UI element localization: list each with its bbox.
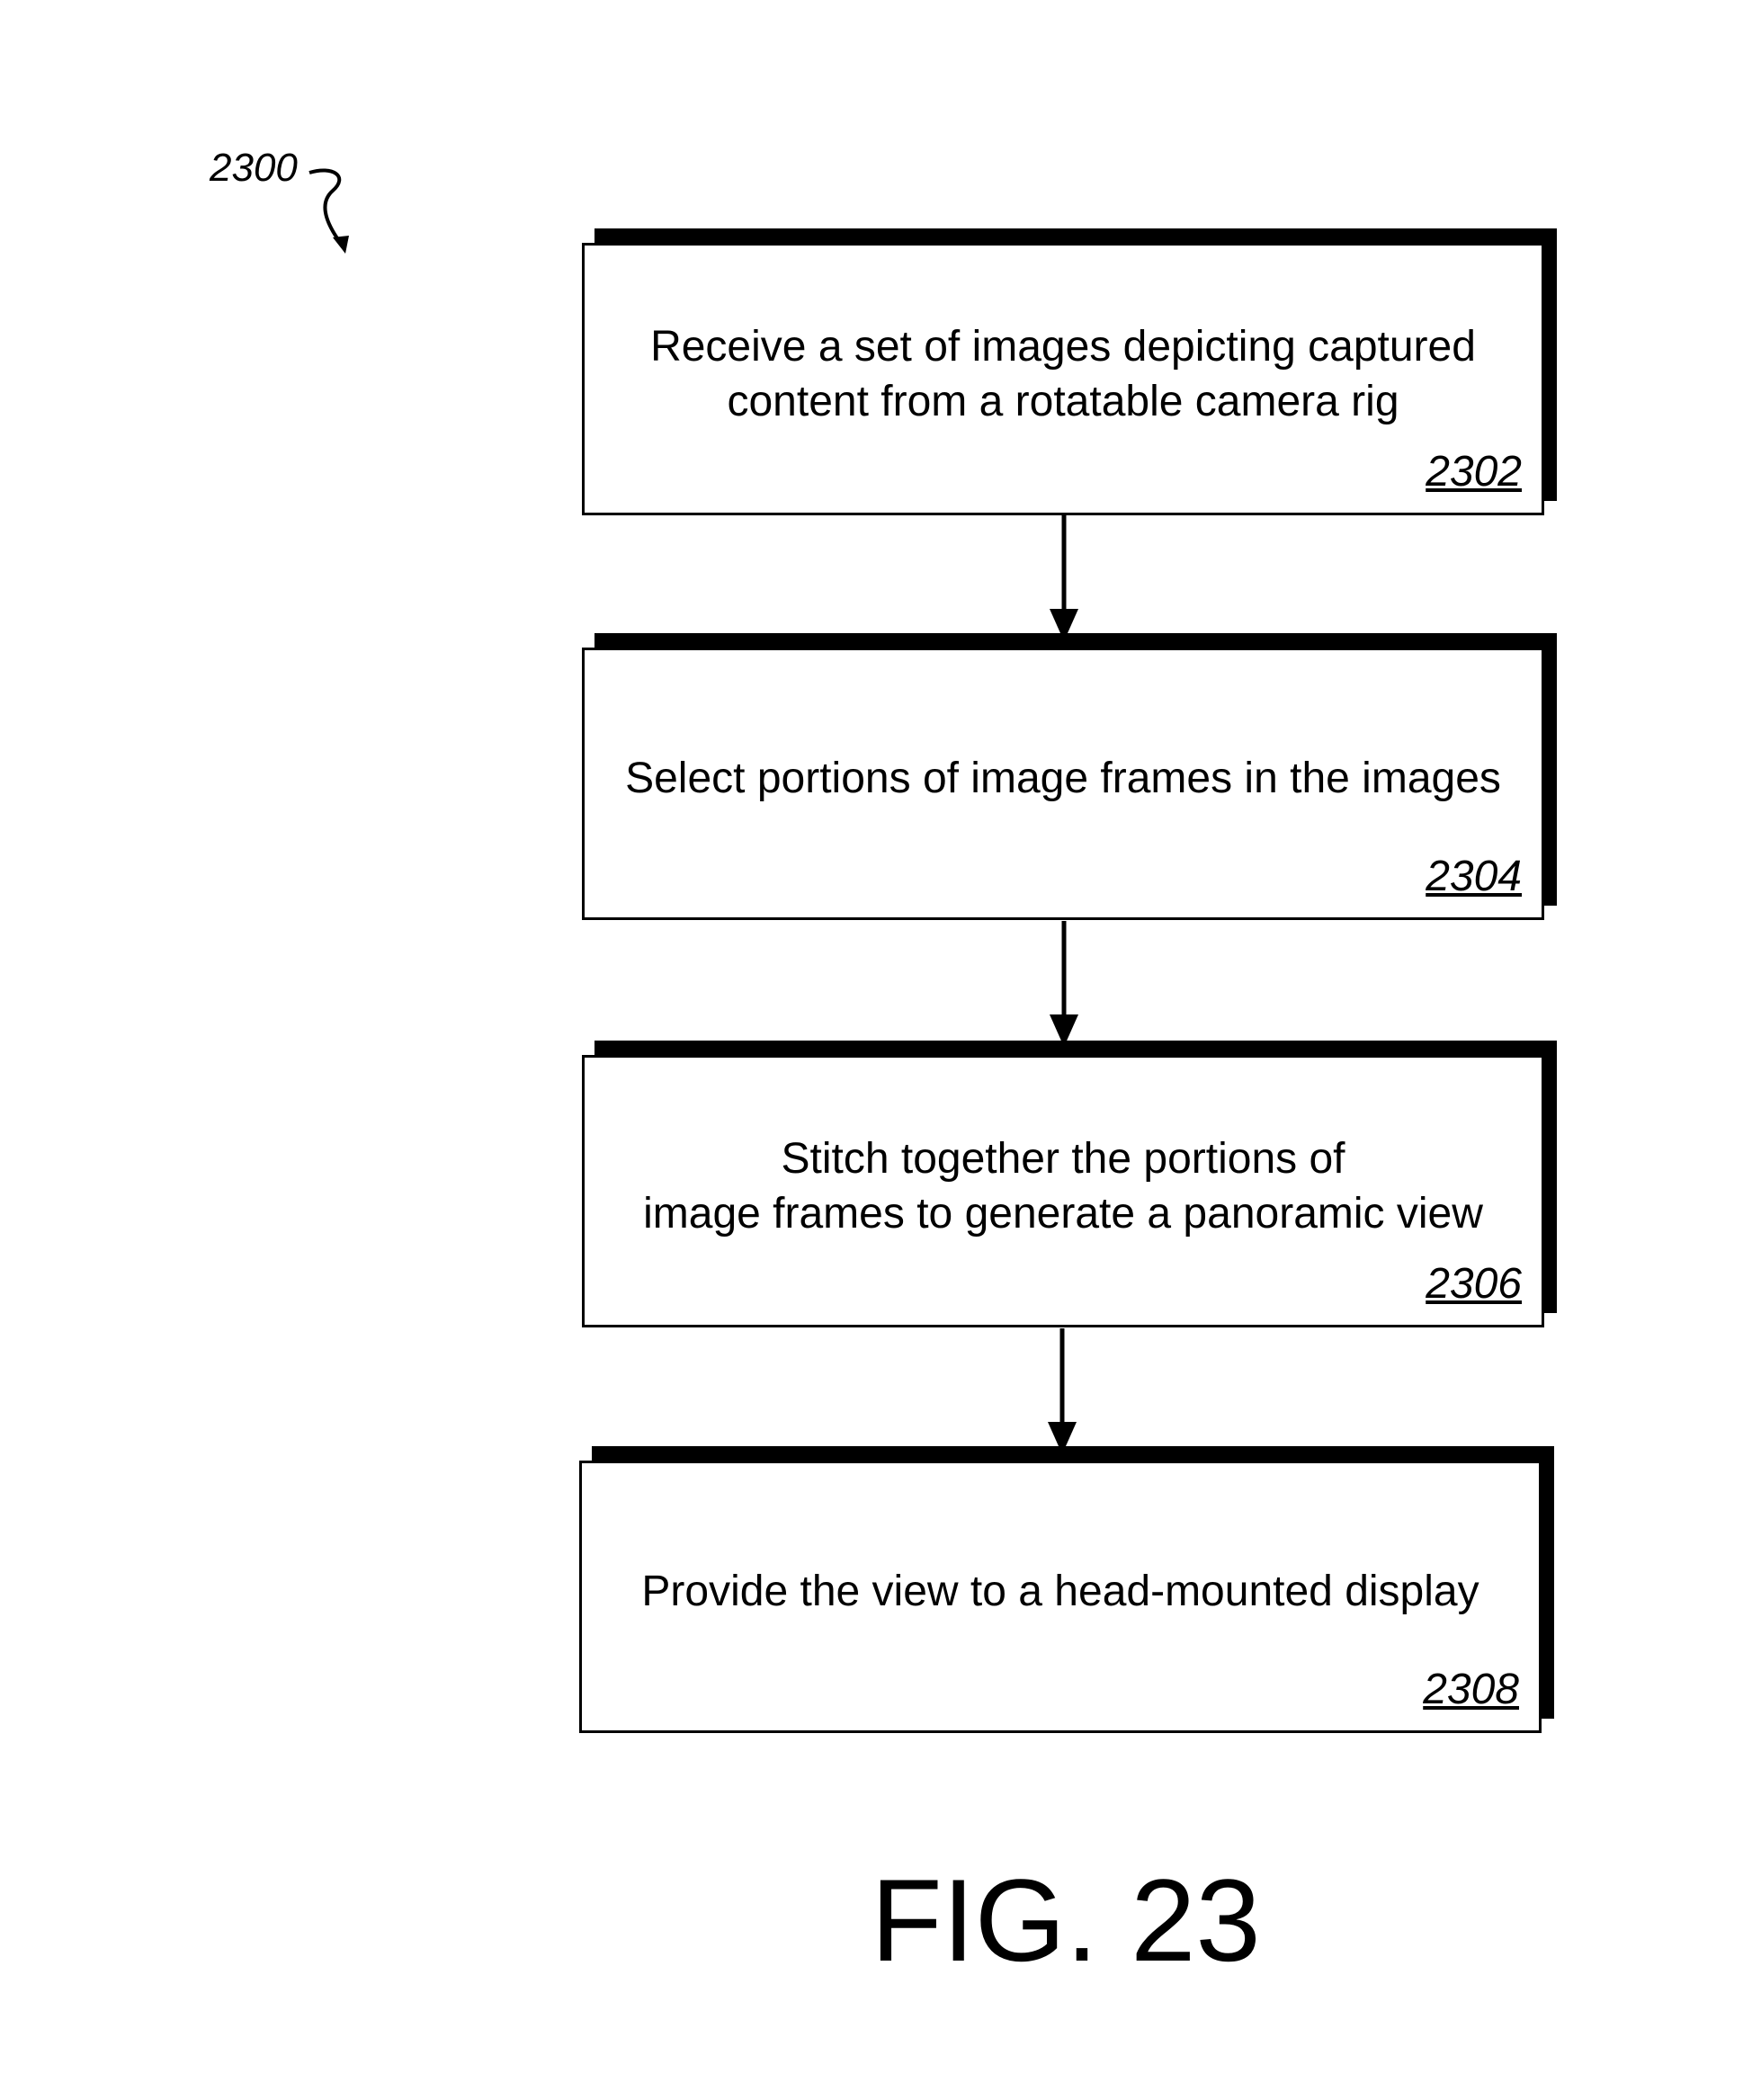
step-2302: Receive a set of images depicting captur… (582, 243, 1544, 515)
step-text: Receive a set of images depicting captur… (594, 319, 1533, 429)
step-box: Stitch together the portions of image fr… (582, 1055, 1544, 1327)
step-number: 2304 (1426, 852, 1522, 901)
step-text-line: image frames to generate a panoramic vie… (594, 1186, 1533, 1241)
step-2304: Select portions of image frames in the i… (582, 648, 1544, 920)
step-box: Receive a set of images depicting captur… (582, 243, 1544, 515)
step-text-line: Select portions of image frames in the i… (594, 751, 1533, 806)
step-text-line: Provide the view to a head-mounted displ… (591, 1564, 1530, 1619)
step-text-line: content from a rotatable camera rig (594, 374, 1533, 429)
step-text: Stitch together the portions of image fr… (594, 1131, 1533, 1241)
step-2306: Stitch together the portions of image fr… (582, 1055, 1544, 1327)
connector-arrow (1046, 515, 1082, 641)
step-number: 2302 (1426, 447, 1522, 496)
step-number: 2306 (1426, 1259, 1522, 1309)
step-number: 2308 (1423, 1665, 1519, 1714)
step-2308: Provide the view to a head-mounted displ… (579, 1461, 1542, 1733)
connector-arrow (1046, 921, 1082, 1047)
step-box: Select portions of image frames in the i… (582, 648, 1544, 920)
reference-arrow-icon (306, 160, 360, 259)
step-box: Provide the view to a head-mounted displ… (579, 1461, 1542, 1733)
step-text: Provide the view to a head-mounted displ… (591, 1564, 1530, 1619)
step-text-line: Receive a set of images depicting captur… (594, 319, 1533, 374)
step-text: Select portions of image frames in the i… (594, 751, 1533, 806)
figure-label: FIG. 23 (0, 1853, 1761, 1988)
reference-label: 2300 (210, 146, 298, 191)
step-text-line: Stitch together the portions of (594, 1131, 1533, 1186)
connector-arrow (1044, 1328, 1080, 1454)
